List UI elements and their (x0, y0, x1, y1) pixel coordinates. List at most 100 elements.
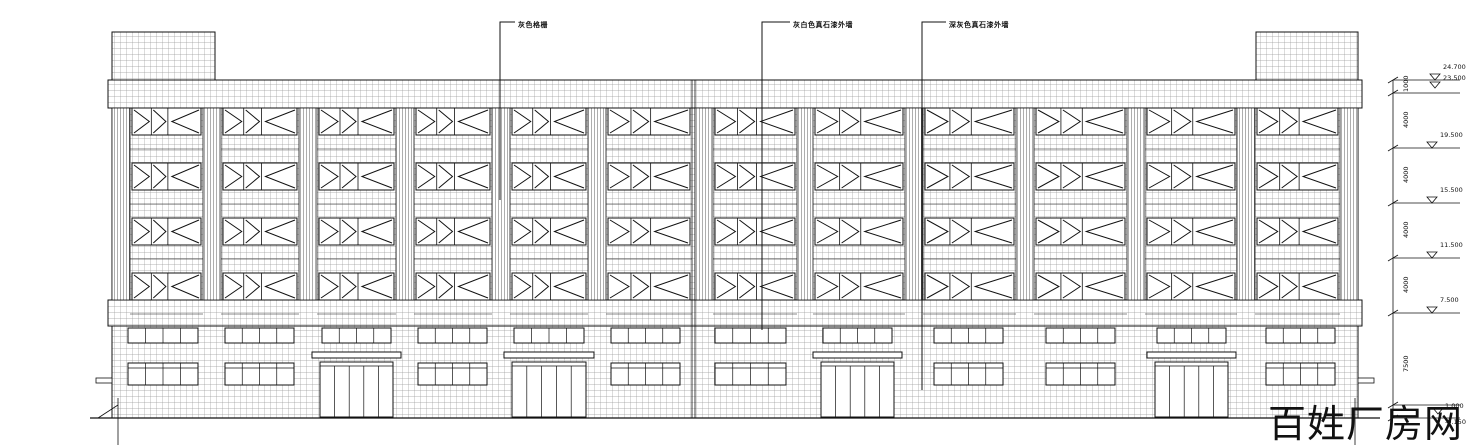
callout-grey-grille: 灰色格栅 (518, 21, 548, 29)
casement-r-b3-r1 (457, 164, 489, 189)
casement-m-b6-r3 (739, 274, 756, 299)
level-marker-6 (1432, 407, 1444, 415)
casement-m-b3-r3 (438, 274, 454, 299)
casement-m-b7-r0 (841, 109, 860, 134)
casement-m-b9-r1 (1062, 164, 1082, 189)
casement-l-b4-r2 (513, 219, 532, 244)
casement-m-b11-r2 (1281, 219, 1298, 244)
casement-r-b2-r2 (360, 219, 393, 244)
casement-l-b2-r3 (320, 274, 339, 299)
casement-r-b4-r2 (553, 219, 585, 244)
casement-l-b2-r0 (320, 109, 339, 134)
level-marker-1 (1429, 81, 1441, 89)
casement-l-b2-r2 (320, 219, 339, 244)
casement-m-b3-r2 (438, 219, 454, 244)
level-minus-0150: -0.150 (1445, 418, 1466, 426)
casement-m-b7-r2 (841, 219, 860, 244)
casement-m-b3-r0 (438, 109, 454, 134)
casement-r-b11-r1 (1301, 164, 1337, 189)
level-24700: 24.700 (1443, 63, 1466, 71)
pilaster-8 (904, 107, 924, 301)
dim-4000-d: 4000 (1402, 276, 1410, 293)
roof-block-left (111, 31, 216, 81)
casement-r-b9-r2 (1084, 219, 1124, 244)
casement-r-b0-r1 (170, 164, 200, 189)
casement-l-b8-r2 (926, 219, 949, 244)
pilaster-0 (111, 107, 131, 301)
casement-l-b1-r2 (224, 219, 243, 244)
casement-m-b10-r2 (1173, 219, 1192, 244)
casement-l-b11-r2 (1258, 219, 1279, 244)
dim-4000-b: 4000 (1402, 166, 1410, 183)
casement-r-b1-r1 (264, 164, 296, 189)
casement-m-b8-r3 (951, 274, 971, 299)
casement-r-b11-r3 (1301, 274, 1337, 299)
window-b11-r1 (1256, 162, 1339, 191)
casement-m-b4-r0 (534, 109, 550, 134)
casement-r-b9-r0 (1084, 109, 1124, 134)
casement-r-b8-r1 (973, 164, 1013, 189)
casement-m-b1-r2 (245, 219, 261, 244)
callout-dark-grey-stone-paint: 深灰色真石漆外墙 (949, 21, 1009, 29)
casement-r-b3-r3 (457, 274, 489, 299)
casement-m-b4-r2 (534, 219, 550, 244)
casement-l-b11-r0 (1258, 109, 1279, 134)
door-canopy-10 (1146, 351, 1237, 359)
casement-r-b9-r3 (1084, 274, 1124, 299)
casement-m-b11-r1 (1281, 164, 1298, 189)
casement-l-b10-r1 (1148, 164, 1171, 189)
side-ledge-right (1357, 377, 1375, 384)
casement-r-b10-r1 (1195, 164, 1234, 189)
casement-r-b11-r0 (1301, 109, 1337, 134)
casement-r-b8-r3 (973, 274, 1013, 299)
casement-r-b6-r1 (759, 164, 794, 189)
pilaster-4 (491, 107, 511, 301)
casement-m-b8-r2 (951, 219, 971, 244)
casement-m-b3-r1 (438, 164, 454, 189)
pilaster-9 (1015, 107, 1035, 301)
casement-l-b11-r3 (1258, 274, 1279, 299)
casement-l-b3-r2 (417, 219, 436, 244)
casement-r-b10-r3 (1195, 274, 1234, 299)
casement-m-b6-r1 (739, 164, 756, 189)
casement-m-b5-r1 (632, 164, 650, 189)
casement-l-b9-r0 (1037, 109, 1060, 134)
level-marker-2 (1426, 141, 1438, 149)
roof-block-right (1255, 31, 1359, 81)
level-15500: 15.500 (1440, 186, 1463, 194)
pilaster-6 (694, 107, 714, 301)
level-marker-0 (1429, 73, 1441, 81)
level-7500: 7.500 (1440, 296, 1459, 304)
casement-r-b7-r3 (863, 274, 902, 299)
casement-m-b8-r1 (951, 164, 971, 189)
dim-4000-c: 4000 (1402, 221, 1410, 238)
top-cornice (107, 79, 1363, 109)
casement-r-b1-r0 (264, 109, 296, 134)
window-b1-r2 (222, 217, 298, 246)
casement-l-b0-r2 (133, 219, 151, 244)
casement-l-b5-r0 (609, 109, 630, 134)
leader-line-light-grey (761, 21, 790, 330)
pilaster-3 (395, 107, 415, 301)
casement-l-b7-r1 (816, 164, 839, 189)
casement-m-b5-r0 (632, 109, 650, 134)
casement-m-b2-r2 (341, 219, 357, 244)
casement-m-b9-r0 (1062, 109, 1082, 134)
casement-r-b3-r0 (457, 109, 489, 134)
level-11500: 11.500 (1440, 241, 1463, 249)
casement-r-b6-r2 (759, 219, 794, 244)
casement-l-b8-r1 (926, 164, 949, 189)
window-b0-r1 (131, 162, 202, 191)
casement-m-b10-r0 (1173, 109, 1192, 134)
casement-l-b3-r0 (417, 109, 436, 134)
casement-r-b7-r2 (863, 219, 902, 244)
casement-r-b9-r1 (1084, 164, 1124, 189)
casement-l-b4-r3 (513, 274, 532, 299)
casement-m-b1-r1 (245, 164, 261, 189)
casement-l-b6-r2 (716, 219, 737, 244)
casement-m-b11-r0 (1281, 109, 1298, 134)
door-frame-7 (820, 361, 895, 418)
watermark-text: 百姓厂房网 (1268, 402, 1464, 446)
casement-r-b4-r0 (553, 109, 585, 134)
